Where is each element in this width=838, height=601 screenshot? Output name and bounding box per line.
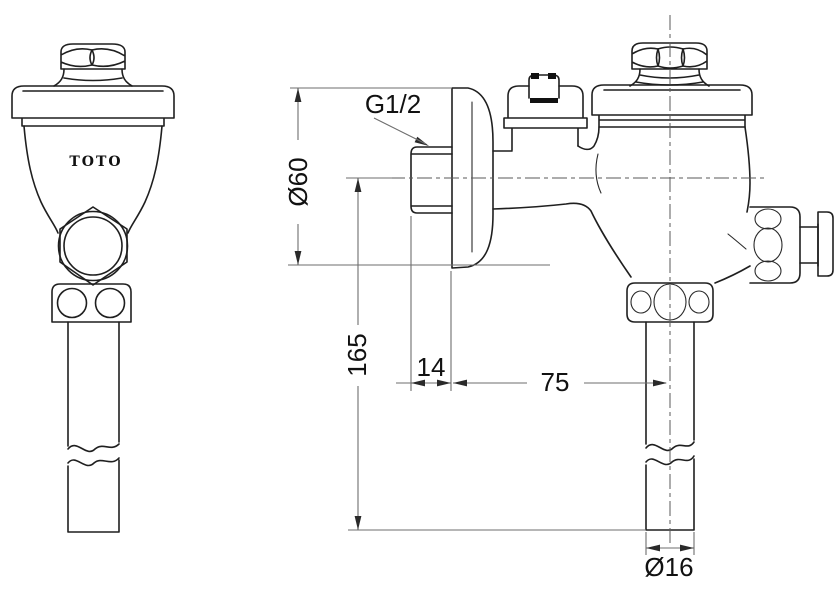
coupling-nut-body xyxy=(626,282,714,323)
side-wall-flange xyxy=(451,87,494,269)
side-stop-bonnet xyxy=(503,85,588,151)
extension-lines xyxy=(288,87,695,555)
dim-label-thread: G1/2 xyxy=(365,89,421,119)
dimension-arrows xyxy=(294,88,694,552)
side-cap xyxy=(591,84,753,128)
dimension-lines xyxy=(297,88,694,549)
pushbutton-cap xyxy=(817,211,834,277)
dim-label-height: 165 xyxy=(342,333,372,376)
pushbutton-knurl-bottom xyxy=(754,260,782,282)
front-outlet-circle-outer xyxy=(57,210,129,282)
front-cap xyxy=(11,85,175,127)
brand-logo: TOTO xyxy=(69,154,122,170)
front-outlet-hex xyxy=(59,206,128,286)
dim-label-wall-to-pipe: 75 xyxy=(541,367,570,397)
pushbutton-knurl-mid xyxy=(753,227,783,263)
pushbutton-nut xyxy=(749,206,801,284)
coupling-knurl-left xyxy=(630,290,652,314)
dim-label-thread-length: 14 xyxy=(417,352,446,382)
side-body xyxy=(714,126,751,284)
front-coupling-nut xyxy=(51,283,132,323)
front-neck xyxy=(53,68,133,87)
pushbutton-knurl-top xyxy=(754,208,782,230)
pushbutton-stem xyxy=(799,223,819,267)
side-inlet-pipe xyxy=(492,126,632,278)
coupling-knurl-right xyxy=(688,290,710,314)
front-coupling-roller-left xyxy=(56,287,88,319)
side-stop-screw-marks xyxy=(530,73,558,103)
side-neck xyxy=(629,68,710,87)
front-coupling-roller-right xyxy=(94,287,126,319)
dimension-annotations: G1/2 Ø60 165 14 75 Ø16 xyxy=(283,87,695,582)
dim-label-pipe-diameter: Ø16 xyxy=(644,552,693,582)
front-outlet-circle-inner xyxy=(63,216,123,276)
front-pipe xyxy=(67,321,120,533)
side-inlet-thread xyxy=(410,146,453,214)
front-view: TOTO xyxy=(11,43,175,533)
side-body-crease xyxy=(727,233,747,250)
side-stop-screw xyxy=(528,74,560,99)
thread-leader-line xyxy=(373,117,427,145)
dim-label-flange-diameter: Ø60 xyxy=(283,157,313,206)
front-body xyxy=(23,125,163,234)
side-view xyxy=(390,15,834,543)
front-hex-nut xyxy=(60,43,126,70)
side-body-left-silhouette xyxy=(595,153,602,194)
side-pushbutton xyxy=(749,206,834,284)
